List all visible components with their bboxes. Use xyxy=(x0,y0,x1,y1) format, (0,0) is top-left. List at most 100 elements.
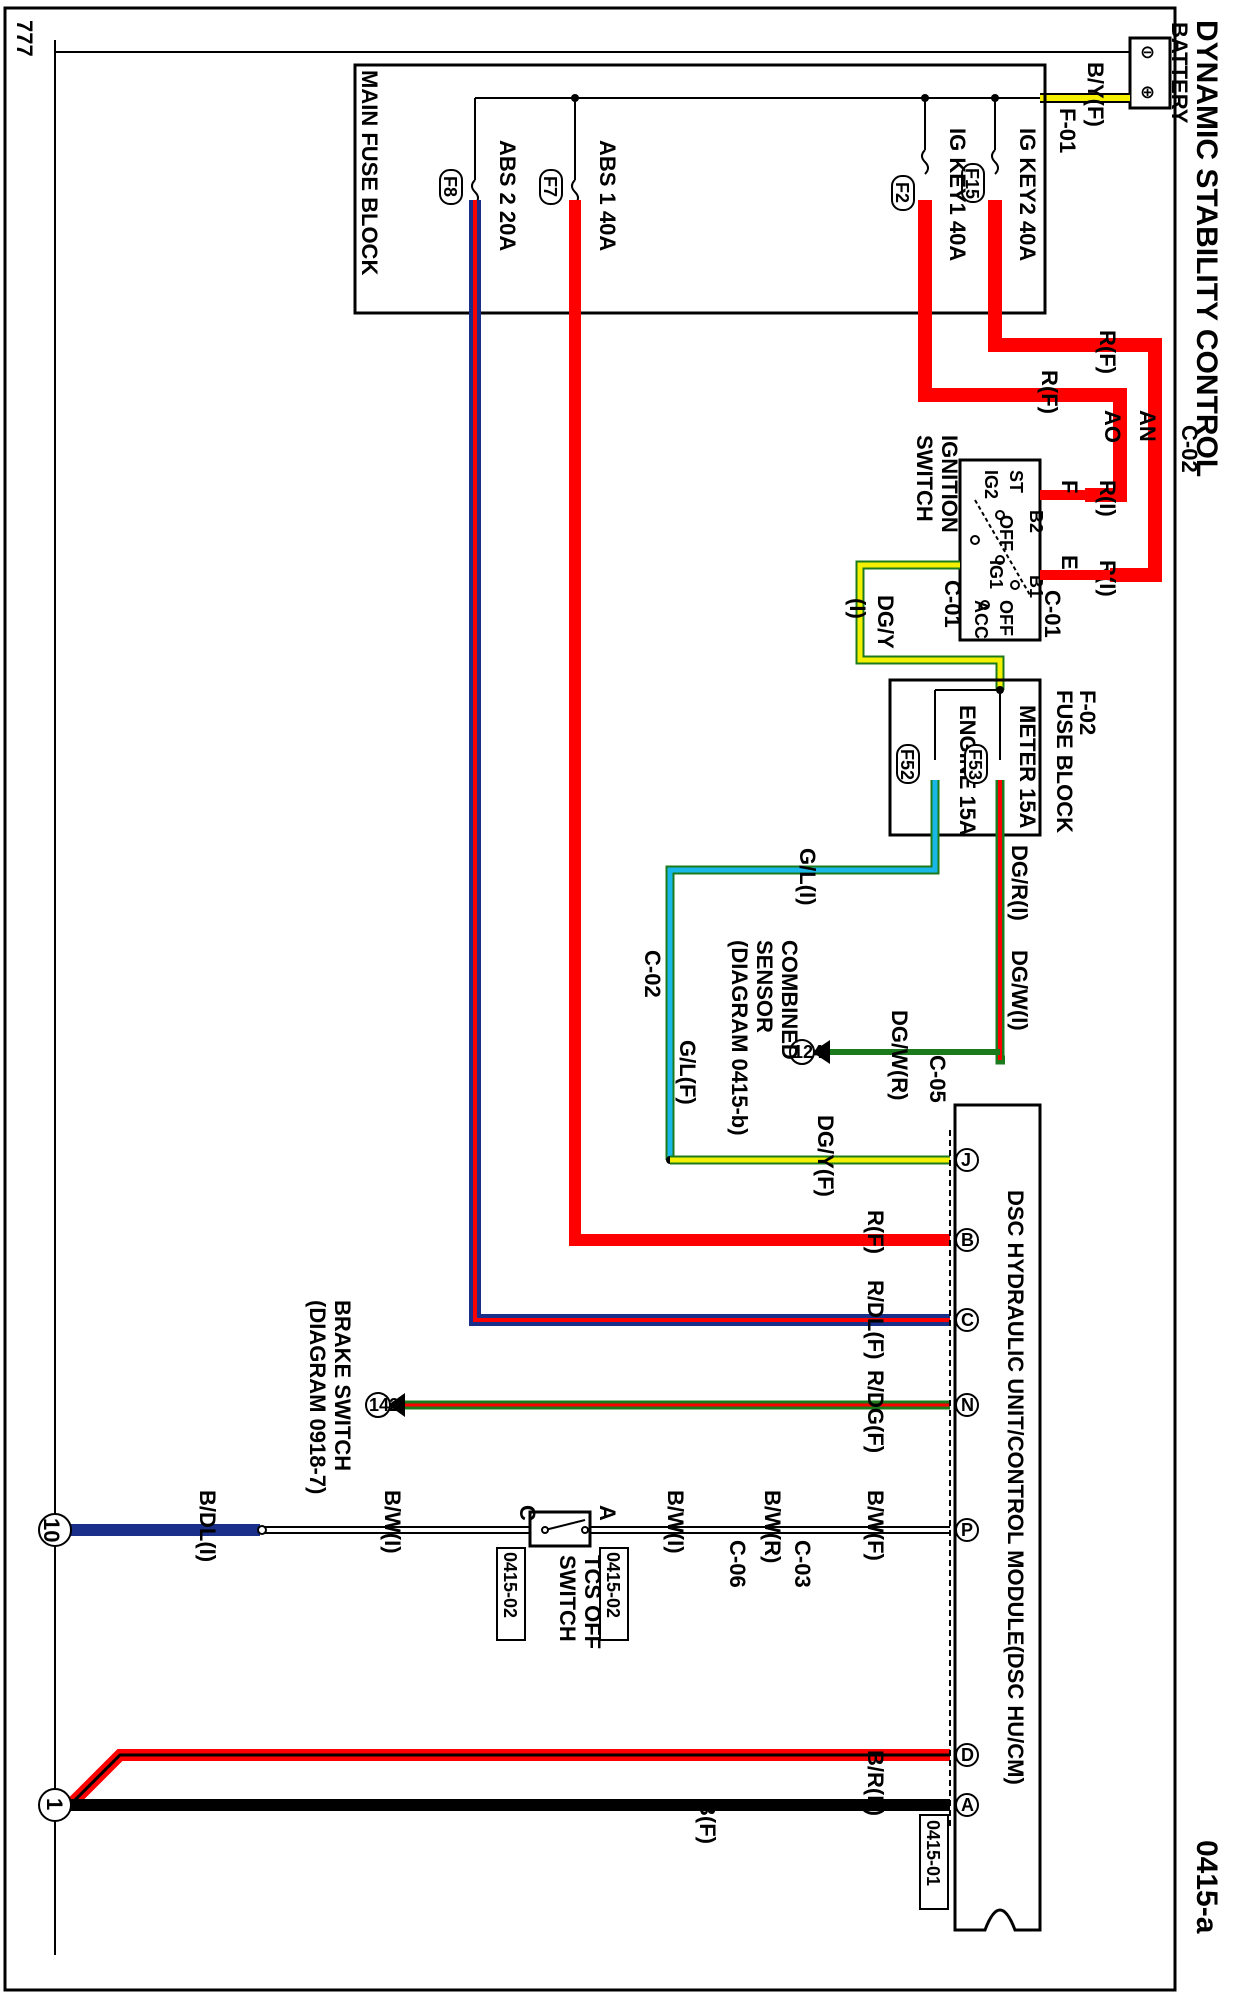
ign-conn-top: C-01 xyxy=(1040,590,1065,638)
svg-text:N: N xyxy=(961,1395,974,1415)
ign-pin-f: F xyxy=(1057,480,1082,493)
f02-connector: F-02 xyxy=(1075,690,1100,735)
svg-text:C: C xyxy=(515,1505,540,1521)
svg-text:C: C xyxy=(961,1310,974,1330)
svg-text:F8: F8 xyxy=(440,176,460,197)
svg-text:F15: F15 xyxy=(962,168,982,199)
sensor-line1: COMBINED xyxy=(777,940,802,1060)
svg-text:SWITCH: SWITCH xyxy=(555,1555,580,1642)
conn-c02-mid: C-02 xyxy=(640,950,665,998)
conn-c03: C-03 xyxy=(790,1540,815,1588)
svg-text:A: A xyxy=(961,1795,974,1815)
page-code: 0415-a xyxy=(1190,1840,1223,1934)
combined-sensor-ref xyxy=(789,1039,815,1065)
svg-text:IG2: IG2 xyxy=(981,470,1001,499)
fuse-ig-key1: IG KEY1 40A F2 xyxy=(891,128,970,261)
wire-label-rf2: R(F) xyxy=(1037,370,1062,414)
wire-label-br: B/R(F) xyxy=(863,1750,888,1816)
fuse-abs1: ABS 1 40A F7 xyxy=(539,140,620,251)
wire-label-dgr: DG/R(I) xyxy=(1007,845,1032,921)
page-title: DYNAMIC STABILITY CONTROL xyxy=(1190,20,1223,477)
ign-conn-bottom: C-01 xyxy=(940,580,965,628)
svg-text:ABS 2 20A: ABS 2 20A xyxy=(495,140,520,251)
battery-minus-icon: ⊖ xyxy=(1140,42,1155,62)
wire-label-gl-i: G/L(I) xyxy=(795,848,820,905)
main-fuse-block-title: MAIN FUSE BLOCK xyxy=(357,70,382,275)
wire-label-dgy-f: DG/Y(F) xyxy=(813,1115,838,1197)
svg-text:0415-02: 0415-02 xyxy=(500,1552,520,1618)
ignition-switch: B2 B1 ST IG2 IG1 ACC OFF OFF xyxy=(958,458,1046,642)
conn-c06: C-06 xyxy=(725,1540,750,1588)
wire-label-rf1: R(F) xyxy=(1095,330,1120,374)
svg-text:F53: F53 xyxy=(965,749,985,780)
ground-10 xyxy=(38,1513,72,1547)
dsc-pin-n: N xyxy=(955,1393,979,1417)
svg-text:OFF: OFF xyxy=(996,515,1016,551)
page-frame xyxy=(3,6,1177,1992)
wire-label-rdg: R/DG(F) xyxy=(863,1370,888,1453)
sensor-line2: SENSOR xyxy=(752,940,777,1033)
dsc-pin-b: B xyxy=(955,1228,979,1252)
svg-text:124: 124 xyxy=(793,1042,823,1062)
svg-text:10: 10 xyxy=(39,1518,64,1542)
svg-text:OFF: OFF xyxy=(996,600,1016,636)
svg-text:ACC: ACC xyxy=(971,600,991,639)
wire-label-bw-f: B/W(F) xyxy=(863,1490,888,1561)
sensor-arrow xyxy=(812,1040,830,1064)
conn-an: AN xyxy=(1135,410,1160,442)
svg-text:F2: F2 xyxy=(892,182,912,203)
wire-label-dgw-r: DG/W(R) xyxy=(887,1010,912,1100)
wire-label-gl-f: G/L(F) xyxy=(675,1040,700,1105)
ground-symbol: 777 xyxy=(12,20,37,57)
wire-br xyxy=(65,1749,950,1810)
main-fuse-block xyxy=(353,63,1047,315)
dsc-module: DSC HYDRAULIC UNIT/CONTROL MODULE(DSC HU… xyxy=(919,1103,1042,1932)
wire-label-by: B/Y(F) xyxy=(1083,62,1108,127)
ign-title-1: IGNITION xyxy=(937,435,962,533)
svg-text:B: B xyxy=(961,1230,974,1250)
ign-title-2: SWITCH xyxy=(912,435,937,522)
wire-label-dgy: DG/Y xyxy=(873,595,898,649)
dsc-title: DSC HYDRAULIC UNIT/CONTROL MODULE(DSC HU… xyxy=(1003,1190,1028,1785)
fuse-meter: METER 15A xyxy=(1015,705,1040,829)
svg-text:F7: F7 xyxy=(540,176,560,197)
svg-text:ABS 1 40A: ABS 1 40A xyxy=(595,140,620,251)
wire-ig-key2 xyxy=(988,200,1162,582)
battery-label: BATTERY xyxy=(1167,22,1192,124)
svg-text:ST: ST xyxy=(1006,470,1026,493)
wire-ig-key1 xyxy=(918,200,1127,502)
fuse-abs2: ABS 2 20A F8 xyxy=(439,140,520,251)
wire-label-b: B(F) xyxy=(695,1800,720,1844)
dsc-pin-d: D xyxy=(955,1743,979,1767)
conn-c05: C-05 xyxy=(925,1055,950,1103)
sensor-line3: (DIAGRAM 0415-b) xyxy=(727,940,752,1136)
wire-label-bw-i-a: B/W(I) xyxy=(663,1490,688,1554)
wire-abs2 xyxy=(469,200,950,1326)
svg-text:IG KEY2 40A: IG KEY2 40A xyxy=(1015,128,1040,261)
svg-text:P: P xyxy=(961,1520,973,1540)
svg-text:A: A xyxy=(595,1505,620,1521)
dsc-ref: 0415-01 xyxy=(923,1820,943,1886)
conn-f01: F-01 xyxy=(1055,108,1080,153)
wire-label-dgw: DG/W(I) xyxy=(1007,950,1032,1031)
brake-line2: (DIAGRAM 0918-7) xyxy=(305,1300,330,1494)
wire-label-rdl: R/DL(F) xyxy=(863,1280,888,1359)
svg-text:F52: F52 xyxy=(897,749,917,780)
svg-text:B2: B2 xyxy=(1026,510,1046,533)
wire-label-dgy-i: (I) xyxy=(845,598,870,619)
svg-text:D: D xyxy=(961,1745,974,1765)
fuse-block-f02 xyxy=(888,678,1042,837)
wire-label-bdl: B/DL(I) xyxy=(195,1490,220,1562)
svg-text:1: 1 xyxy=(42,1798,67,1810)
conn-c02-top: C-02 xyxy=(1177,425,1202,473)
wire-label-ri1: R(I) xyxy=(1095,480,1120,517)
dsc-pin-a: A xyxy=(955,1793,979,1817)
dsc-pin-c: C xyxy=(955,1308,979,1332)
ign-pin-e: E xyxy=(1057,555,1082,570)
f02-title: FUSE BLOCK xyxy=(1052,690,1077,833)
ground-1 xyxy=(38,1788,72,1822)
brake-line1: BRAKE SWITCH xyxy=(330,1300,355,1471)
svg-text:0415-02: 0415-02 xyxy=(603,1552,623,1618)
wire-label-bw-r: B/W(R) xyxy=(760,1490,785,1563)
conn-ao: AO xyxy=(1100,410,1125,443)
